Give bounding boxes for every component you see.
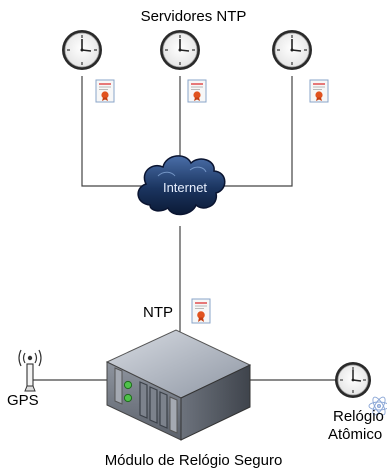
certificate-icon xyxy=(95,79,115,103)
clock-icon xyxy=(62,30,102,70)
atom-icon xyxy=(368,396,387,416)
clock-icon xyxy=(160,30,200,70)
ntp-label: NTP xyxy=(143,304,173,321)
certificate-icon xyxy=(309,79,329,103)
secure-clock-module-label: Módulo de Relógio Seguro xyxy=(104,452,283,469)
certificate-icon xyxy=(187,79,207,103)
ntp-server-right xyxy=(272,30,329,103)
atomic-clock-label-line2: Atômico xyxy=(328,426,383,443)
connection-lines xyxy=(30,76,338,381)
clock-icon xyxy=(272,30,312,70)
ntp-server-center xyxy=(160,30,207,103)
atomic-clock-label-line1: Relógio xyxy=(333,408,384,425)
internet-cloud-icon xyxy=(137,155,226,216)
gps-label: GPS xyxy=(7,392,39,409)
ntp-servers-title: Servidores NTP xyxy=(140,8,247,25)
ntp-server-left xyxy=(62,30,115,103)
secure-clock-module-icon xyxy=(105,329,252,441)
gps-antenna-icon xyxy=(18,349,42,392)
ntp-certificate-icon xyxy=(191,298,211,324)
atomic-clock-icon xyxy=(335,362,387,416)
internet-label: Internet xyxy=(162,180,208,195)
server-left-link xyxy=(81,76,150,187)
server-right-link xyxy=(212,76,293,187)
